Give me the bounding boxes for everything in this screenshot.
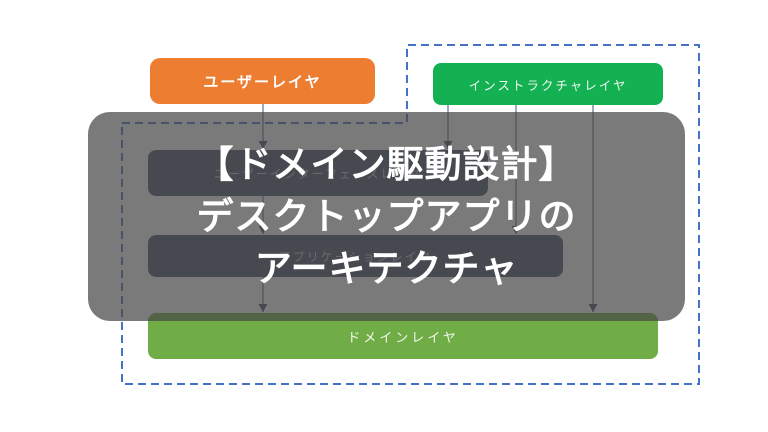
title-line-2: デスクトップアプリの — [196, 195, 577, 237]
user-layer-label: ユーザーレイヤ — [203, 73, 322, 91]
page-title: 【ドメイン駆動設計】 デスクトップアプリの アーキテクチャ — [88, 112, 685, 321]
user-layer-box: ユーザーレイヤ — [150, 58, 375, 104]
domain-layer-label: ドメインレイヤ — [347, 329, 459, 345]
title-overlay-panel — [88, 112, 685, 321]
infrastructure-layer-box: インストラクチャレイヤ — [433, 63, 663, 105]
infrastructure-layer-label: インストラクチャレイヤ — [468, 78, 628, 93]
title-line-1: 【ドメイン駆動設計】 — [196, 143, 577, 185]
title-line-3: アーキテクチャ — [254, 247, 519, 289]
dashed-boundary — [121, 44, 700, 385]
